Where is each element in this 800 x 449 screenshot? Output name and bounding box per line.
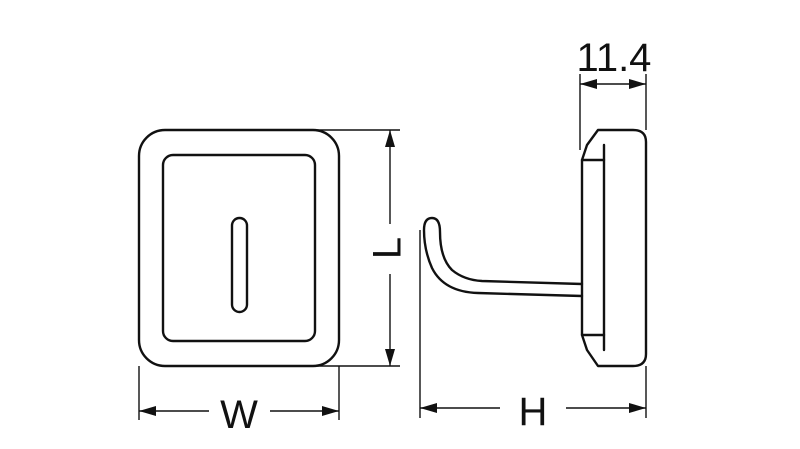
hook-arm bbox=[422, 216, 584, 298]
front-view bbox=[137, 128, 341, 368]
dimension-label-h: H bbox=[519, 390, 548, 434]
dimension-l: L bbox=[313, 129, 410, 367]
dimension-label-w: W bbox=[220, 393, 258, 437]
dimension-label-l: L bbox=[366, 237, 410, 259]
dimension-w: W bbox=[138, 366, 340, 437]
dimension-thickness: 11.4 bbox=[577, 36, 652, 150]
dimension-label-thickness: 11.4 bbox=[577, 36, 652, 80]
side-view bbox=[422, 128, 648, 368]
plate-outer-outline bbox=[137, 128, 341, 368]
dimension-h: H bbox=[419, 230, 647, 434]
plate-inner-outline bbox=[161, 153, 317, 343]
hook-slot bbox=[230, 216, 249, 314]
base-plate-outline bbox=[580, 128, 648, 368]
